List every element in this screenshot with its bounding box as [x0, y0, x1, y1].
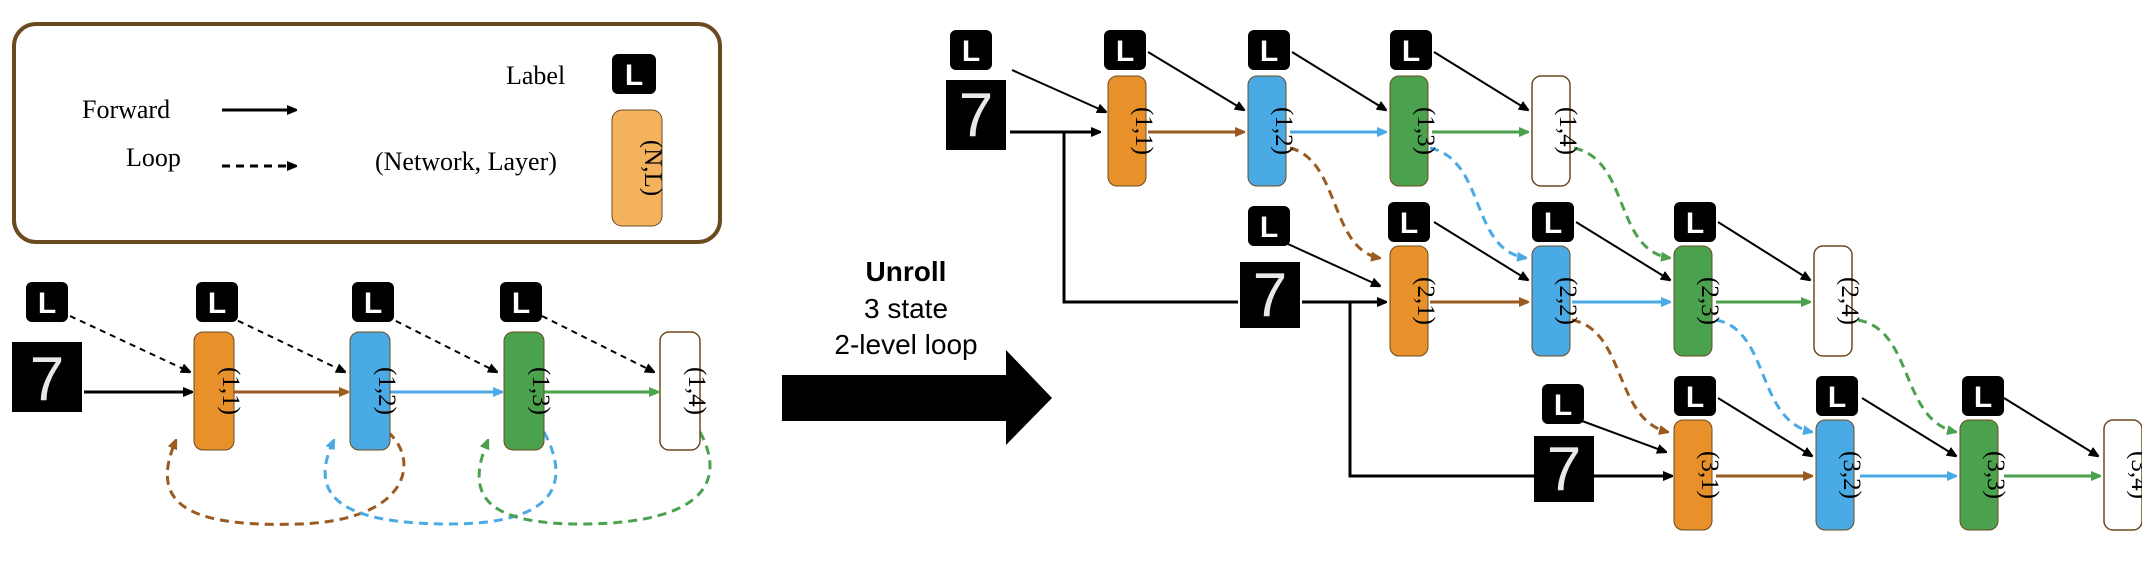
left-diagram — [69, 315, 712, 526]
unroll-title: Unroll — [866, 256, 947, 287]
left-node-3: (1,3) — [503, 331, 554, 451]
left-input-digit: 7 — [12, 342, 82, 414]
right-label-icon-7: L — [1532, 202, 1574, 242]
svg-text:7: 7 — [1547, 435, 1581, 504]
svg-text:(1,1): (1,1) — [1130, 107, 1157, 155]
svg-text:7: 7 — [1253, 261, 1287, 330]
right-node-r3-c4: (3,4) — [2103, 419, 2142, 531]
svg-text:L: L — [962, 35, 980, 68]
svg-text:(1,4): (1,4) — [1554, 107, 1581, 155]
left-node-1: (1,1) — [193, 331, 244, 451]
left-label-icon-4: L — [500, 282, 542, 322]
unroll-block: Unroll 3 state 2-level loop — [782, 256, 1052, 445]
svg-text:(3,1): (3,1) — [1696, 451, 1723, 499]
svg-text:(1,2): (1,2) — [373, 367, 400, 415]
legend-forward-label: Forward — [82, 95, 170, 124]
legend-loop-label: Loop — [126, 143, 181, 172]
svg-text:L: L — [1116, 35, 1134, 68]
left-label-icon-3: L — [352, 282, 394, 322]
unroll-line1: 3 state — [864, 293, 948, 324]
right-node-r2-c2: (2,2) — [1531, 245, 1581, 357]
right-label-icon-8: L — [1674, 202, 1716, 242]
right-input-digit-1: 7 — [946, 80, 1006, 150]
svg-text:(1,3): (1,3) — [1412, 107, 1439, 155]
svg-text:L: L — [1402, 35, 1420, 68]
svg-text:L: L — [38, 287, 56, 320]
svg-text:L: L — [1554, 389, 1572, 422]
left-label-icon-2: L — [196, 282, 238, 322]
right-node-r2-c4: (2,4) — [1813, 245, 1863, 357]
svg-text:L: L — [1828, 381, 1846, 414]
legend-box: Forward Loop Label L (Network, Layer) (N… — [12, 22, 722, 244]
svg-text:L: L — [364, 287, 382, 320]
svg-text:(2,3): (2,3) — [1696, 277, 1723, 325]
label-icons: L L L L L L L L L L L L L L L L — [26, 30, 2004, 424]
right-node-r2-c3: (2,3) — [1673, 245, 1723, 357]
right-node-r1-c2: (1,2) — [1247, 75, 1297, 187]
right-nodes: (1,1) (1,2) (1,3) (1,4) (2,1) (2,2) (2,3) (2,4)… — [1107, 75, 2142, 531]
legend-label-label: Label — [506, 61, 565, 90]
right-node-r3-c1: (3,1) — [1673, 419, 1723, 531]
svg-text:(3,3): (3,3) — [1982, 451, 2009, 499]
right-label-icon-9: L — [1542, 384, 1584, 424]
unroll-arrow — [782, 350, 1052, 445]
svg-text:L: L — [625, 59, 643, 92]
svg-text:(3,4): (3,4) — [2126, 451, 2142, 499]
svg-text:(1,3): (1,3) — [527, 367, 554, 415]
svg-text:(1,2): (1,2) — [1270, 107, 1297, 155]
svg-text:L: L — [1544, 207, 1562, 240]
svg-text:(1,4): (1,4) — [683, 367, 710, 415]
svg-text:(2,4): (2,4) — [1836, 277, 1863, 325]
legend-node-label: (Network, Layer) — [375, 147, 557, 176]
svg-text:7: 7 — [959, 81, 993, 150]
svg-text:(2,2): (2,2) — [1554, 277, 1581, 325]
svg-text:L: L — [1686, 381, 1704, 414]
right-node-r3-c2: (3,2) — [1815, 419, 1865, 531]
left-node-4: (1,4) — [659, 331, 710, 451]
right-label-icon-6: L — [1388, 202, 1430, 242]
right-input-digit-3: 7 — [1534, 435, 1594, 504]
right-label-icon-1: L — [950, 30, 992, 70]
svg-text:L: L — [1400, 207, 1418, 240]
right-label-icon-11: L — [1816, 376, 1858, 416]
right-connectors — [1010, 51, 2100, 476]
right-node-r1-c1: (1,1) — [1107, 75, 1157, 187]
left-label-icon-1: L — [26, 282, 68, 322]
legend-node-example: (N,L) — [611, 109, 666, 227]
right-node-r3-c3: (3,3) — [1959, 419, 2009, 531]
right-label-icon-10: L — [1674, 376, 1716, 416]
svg-text:L: L — [1974, 381, 1992, 414]
svg-text:L: L — [512, 287, 530, 320]
svg-text:(2,1): (2,1) — [1412, 277, 1439, 325]
right-label-icon-4: L — [1390, 30, 1432, 70]
svg-text:(1,1): (1,1) — [217, 367, 244, 415]
svg-text:L: L — [1260, 211, 1278, 244]
svg-text:L: L — [1260, 35, 1278, 68]
right-input-digit-2: 7 — [1240, 261, 1300, 330]
right-node-r2-c1: (2,1) — [1389, 245, 1439, 357]
right-label-icon-5: L — [1248, 206, 1290, 246]
right-node-r1-c4: (1,4) — [1531, 75, 1581, 187]
right-label-icon-2: L — [1104, 30, 1146, 70]
svg-text:(3,2): (3,2) — [1838, 451, 1865, 499]
legend-label-icon: L — [612, 54, 656, 94]
right-node-r1-c3: (1,3) — [1389, 75, 1439, 187]
left-node-2: (1,2) — [349, 331, 400, 451]
unroll-line2: 2-level loop — [834, 329, 977, 360]
svg-text:7: 7 — [30, 345, 64, 414]
svg-text:L: L — [1686, 207, 1704, 240]
right-label-icon-12: L — [1962, 376, 2004, 416]
right-label-icon-3: L — [1248, 30, 1290, 70]
left-nodes: (1,1) (1,2) (1,3) (1,4) — [193, 331, 710, 451]
svg-text:L: L — [208, 287, 226, 320]
svg-text:(N,L): (N,L) — [639, 140, 666, 196]
